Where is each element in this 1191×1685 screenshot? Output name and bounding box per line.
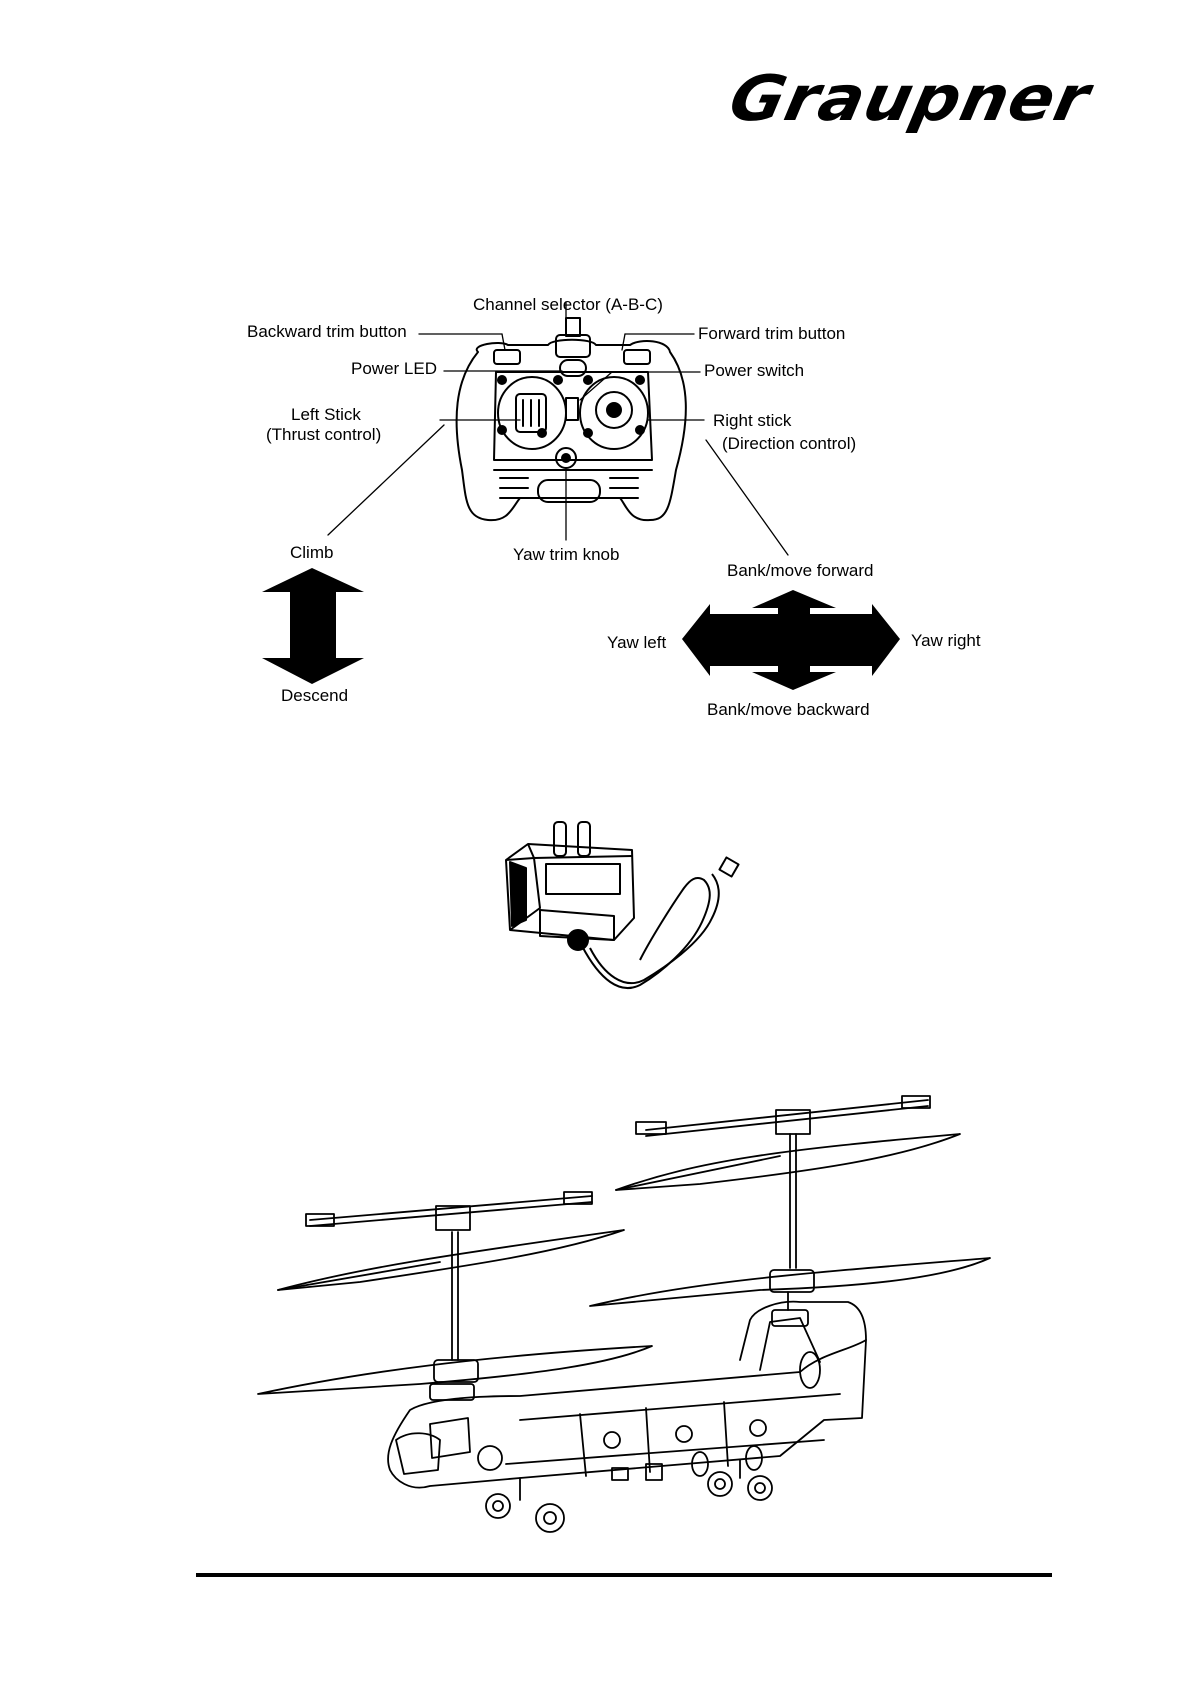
transmitter-drawing [457, 318, 686, 520]
direction-arrow [682, 590, 900, 690]
helicopter-drawing [258, 1096, 990, 1532]
footer-rule [196, 1573, 1052, 1577]
charger-drawing [506, 822, 739, 988]
climb-descend-arrow [262, 568, 364, 684]
